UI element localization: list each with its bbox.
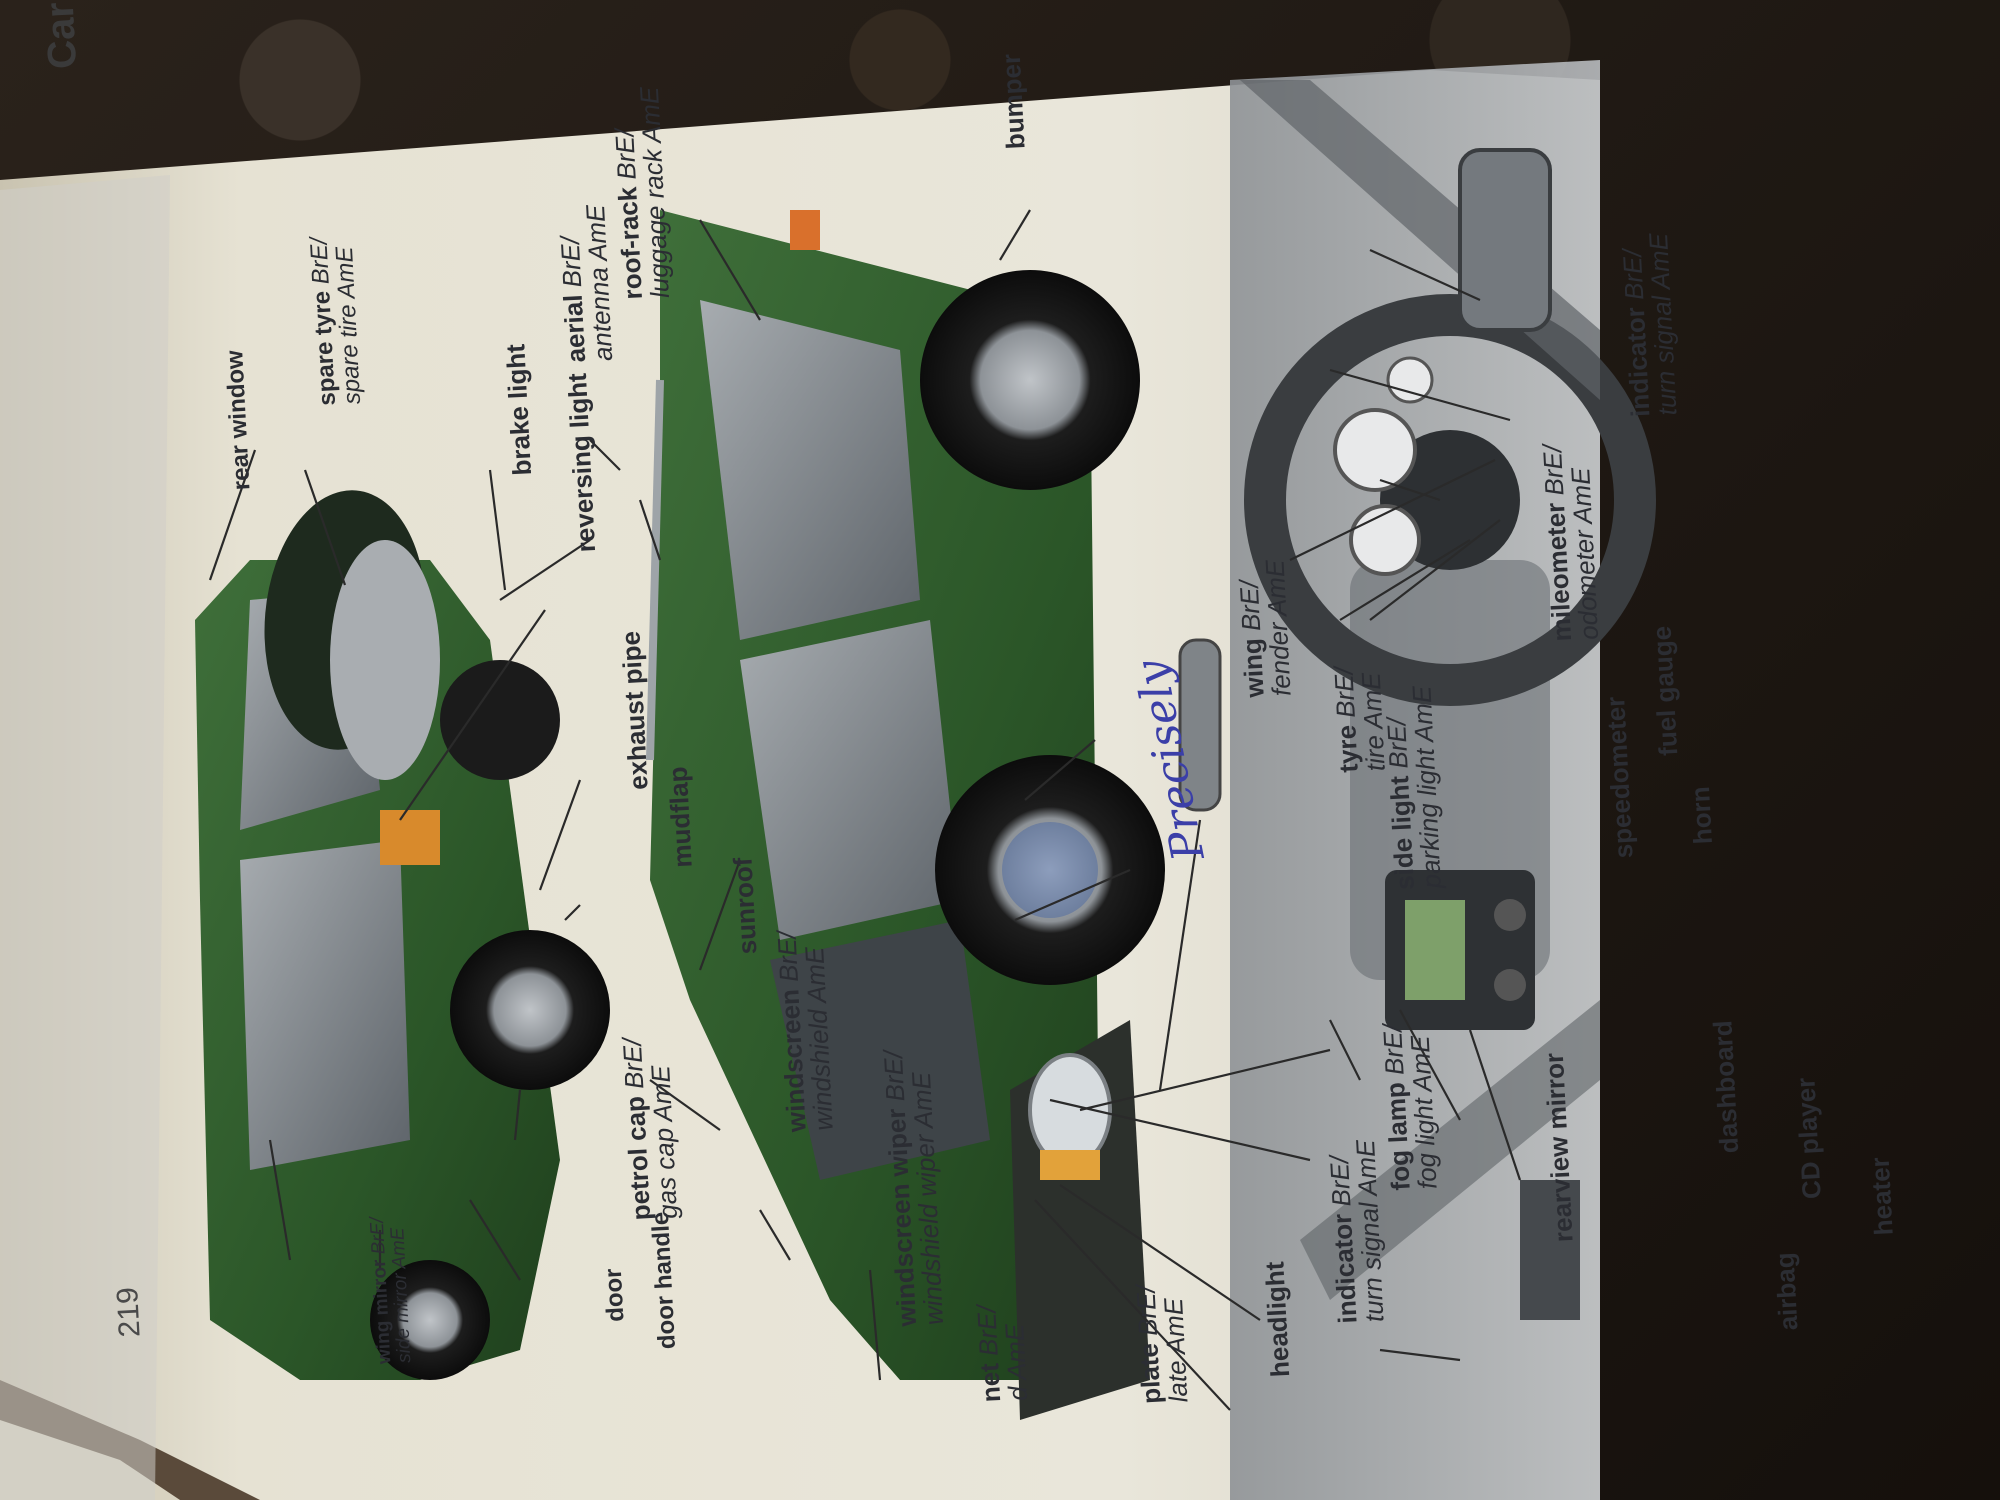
label-reversing-light: reversing light bbox=[561, 372, 602, 554]
callout-lines bbox=[208, 209, 1522, 1411]
label-petrol-cap: petrol cap BrE/ gas cap AmE bbox=[616, 1037, 684, 1222]
label-airbag: airbag bbox=[1769, 1251, 1804, 1332]
label-mudflap: mudflap bbox=[662, 765, 698, 869]
label-side-light: side light BrE/ parking light AmE bbox=[1380, 685, 1448, 891]
label-horn: horn bbox=[1684, 785, 1718, 846]
label-indicator-front: indicator BrE/ turn signal AmE bbox=[1323, 1138, 1390, 1325]
label-roof-rack: roof-rack BrE/ luggage rack AmE bbox=[609, 86, 676, 301]
label-rear-window: rear window bbox=[221, 349, 256, 491]
label-spare-tyre: spare tyre BrE/ spare tire AmE bbox=[305, 237, 367, 407]
label-speedometer: speedometer bbox=[1600, 695, 1639, 860]
label-indicator-dash: indicator BrE/ turn signal AmE bbox=[1616, 232, 1683, 418]
label-bonnet: net BrE/ d AmE bbox=[971, 1304, 1034, 1404]
label-aerial: aerial BrE/ antenna AmE bbox=[554, 203, 619, 364]
label-door-handle: door handle bbox=[646, 1211, 681, 1350]
label-exhaust-pipe: exhaust pipe bbox=[615, 630, 654, 791]
label-door: door bbox=[599, 1267, 630, 1323]
label-wing: wing BrE/ fender AmE bbox=[1233, 559, 1297, 699]
label-headlight: headlight bbox=[1259, 1260, 1296, 1378]
label-mileometer: mileometer BrE/ odometer AmE bbox=[1536, 444, 1605, 643]
label-windscreen: windscreen BrE/ windshield AmE bbox=[771, 930, 840, 1133]
page-number: 219 bbox=[111, 1286, 147, 1339]
label-sunroof: sunroof bbox=[727, 856, 763, 956]
label-rearview-mirror: rearview mirror bbox=[1538, 1052, 1579, 1243]
label-number-plate: plate BrE/ late AmE bbox=[1130, 1284, 1194, 1405]
car-rear-illustration bbox=[195, 490, 610, 1380]
label-heater: heater bbox=[1864, 1156, 1899, 1237]
label-wing-mirror: wing mirror BrE/ side mirror AmE bbox=[366, 1216, 416, 1365]
car-front-illustration bbox=[646, 210, 1165, 1420]
label-dashboard: dashboard bbox=[1707, 1019, 1745, 1155]
label-bumper: bumper bbox=[995, 53, 1031, 151]
label-windscreen-wiper: windscreen wiper BrE/ windshield wiper A… bbox=[877, 1050, 950, 1328]
label-fog-lamp: fog lamp BrE/ fog light AmE bbox=[1377, 1023, 1443, 1192]
label-brake-light: brake light bbox=[500, 343, 538, 477]
page-title: Car bbox=[37, 1, 86, 71]
page-content: Car 219 Precisely rear window spare tyre… bbox=[1, 0, 2000, 1460]
label-cd-player: CD player bbox=[1790, 1077, 1827, 1200]
handwritten-note: Precisely bbox=[1125, 656, 1215, 865]
label-fuel-gauge: fuel gauge bbox=[1646, 625, 1684, 757]
